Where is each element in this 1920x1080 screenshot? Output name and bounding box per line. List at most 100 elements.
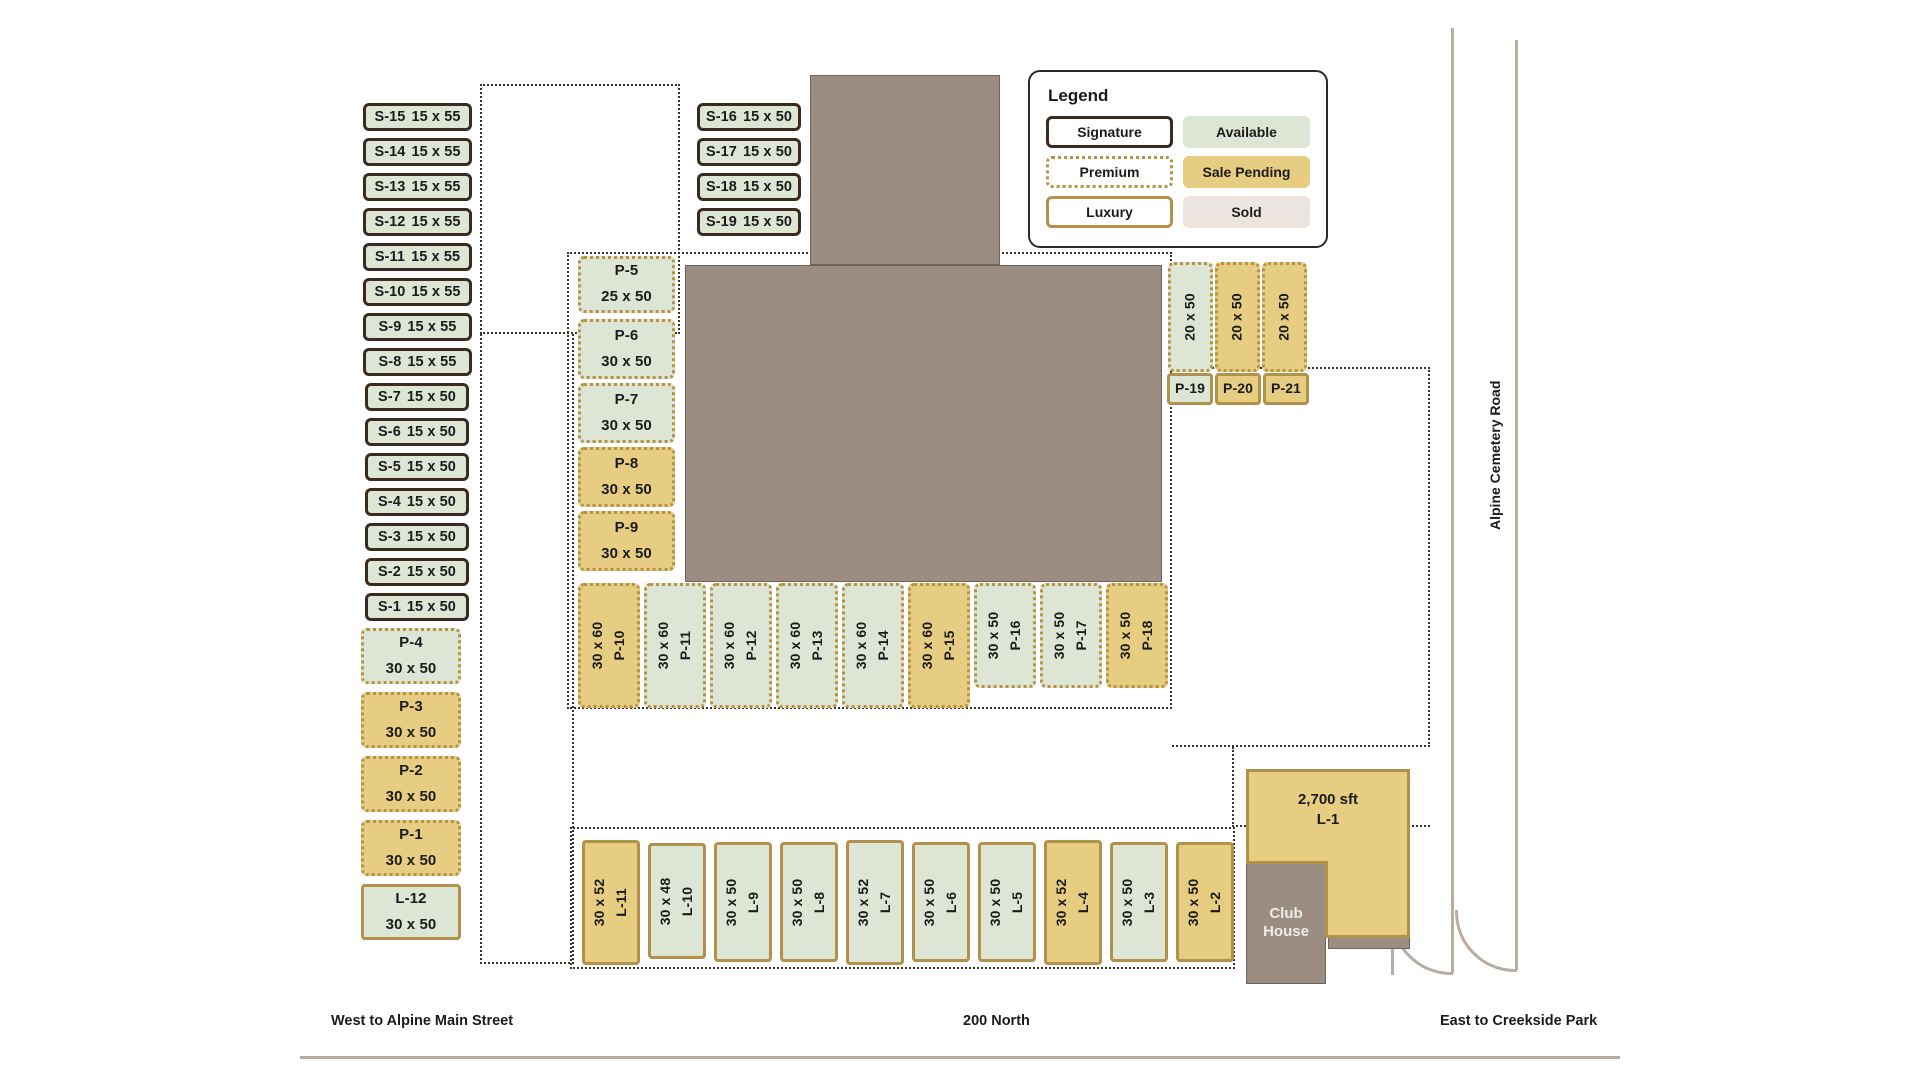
lot-dimensions: 20 x 50 xyxy=(1181,293,1198,341)
lot-S-12[interactable]: S-12 15 x 55 xyxy=(363,208,472,236)
lot-S-2[interactable]: S-2 15 x 50 xyxy=(365,558,469,586)
lot-S-17[interactable]: S-17 15 x 50 xyxy=(697,138,801,166)
lot-id: S-17 xyxy=(705,143,737,160)
lot-label-stack: P-13 30 x 60 xyxy=(787,622,826,669)
lot-S-14[interactable]: S-14 15 x 55 xyxy=(363,138,472,166)
lot-dimensions: 30 x 52 xyxy=(855,878,872,927)
lot-label-stack: P-10 30 x 60 xyxy=(589,622,628,669)
lot-P-6[interactable]: P-6 30 x 50 xyxy=(578,319,675,379)
lot-P-21[interactable]: P-21 xyxy=(1263,373,1309,405)
lot-id: P-11 xyxy=(676,630,693,661)
lot-east-strip-3[interactable]: 20 x 50 xyxy=(1262,262,1307,372)
lot-S-8[interactable]: S-8 15 x 55 xyxy=(363,348,472,376)
lot-L-7[interactable]: L-7 30 x 52 xyxy=(846,840,904,965)
lot-S-3[interactable]: S-3 15 x 50 xyxy=(365,523,469,551)
legend-item-sold[interactable]: Sold xyxy=(1183,196,1310,228)
lot-S-15[interactable]: S-15 15 x 55 xyxy=(363,103,472,131)
lot-S-18[interactable]: S-18 15 x 50 xyxy=(697,173,801,201)
lot-id: L-12 xyxy=(395,889,427,907)
lot-P-8[interactable]: P-8 30 x 50 xyxy=(578,447,675,507)
lot-L-1-lower[interactable] xyxy=(1325,861,1410,938)
lot-dimensions: 15 x 55 xyxy=(411,108,461,125)
lot-id: S-1 xyxy=(378,598,401,615)
lot-L-12[interactable]: L-12 30 x 50 xyxy=(361,884,461,940)
lot-dimensions: 15 x 50 xyxy=(742,108,793,125)
lot-dimensions: 30 x 50 xyxy=(385,915,437,933)
lot-L-4[interactable]: L-4 30 x 52 xyxy=(1044,840,1102,965)
lot-S-16[interactable]: S-16 15 x 50 xyxy=(697,103,801,131)
lot-label-stack: P-17 30 x 50 xyxy=(1051,612,1090,659)
lot-L-5[interactable]: L-5 30 x 50 xyxy=(978,842,1036,962)
lot-id: S-2 xyxy=(378,563,401,580)
lot-P-9[interactable]: P-9 30 x 50 xyxy=(578,511,675,571)
lot-dimensions: 30 x 50 xyxy=(385,851,437,869)
lot-L-10[interactable]: L-10 30 x 48 xyxy=(648,843,706,959)
lot-id: S-7 xyxy=(378,388,401,405)
lot-P-1[interactable]: P-1 30 x 50 xyxy=(361,820,461,876)
legend-item-sale-pending[interactable]: Sale Pending xyxy=(1183,156,1310,188)
legend-item-premium[interactable]: Premium xyxy=(1046,156,1173,188)
legend-item-luxury[interactable]: Luxury xyxy=(1046,196,1173,228)
lot-label-stack: L-5 30 x 50 xyxy=(987,878,1026,925)
lot-dimensions: 30 x 50 xyxy=(601,416,652,434)
lot-dimensions: 30 x 50 xyxy=(601,544,652,562)
lot-P-17[interactable]: P-17 30 x 50 xyxy=(1040,583,1102,688)
lot-S-1[interactable]: S-1 15 x 50 xyxy=(365,593,469,621)
lot-L-9[interactable]: L-9 30 x 50 xyxy=(714,842,772,962)
lot-id: P-16 xyxy=(1006,620,1023,651)
lot-P-10[interactable]: P-10 30 x 60 xyxy=(578,583,640,708)
lot-S-6[interactable]: S-6 15 x 50 xyxy=(365,418,469,446)
lot-P-3[interactable]: P-3 30 x 50 xyxy=(361,692,461,748)
lot-dimensions: 15 x 50 xyxy=(406,388,456,405)
lot-P-20[interactable]: P-20 xyxy=(1215,373,1261,405)
lot-dimensions: 30 x 50 xyxy=(1117,611,1134,660)
lot-dimensions: 30 x 50 xyxy=(789,878,806,926)
lot-dimensions: 25 x 50 xyxy=(601,288,652,305)
lot-P-7[interactable]: P-7 30 x 50 xyxy=(578,383,675,443)
lot-P-13[interactable]: P-13 30 x 60 xyxy=(776,583,838,708)
lot-id: S-18 xyxy=(705,178,737,195)
lot-id: P-9 xyxy=(614,518,639,536)
lot-S-9[interactable]: S-9 15 x 55 xyxy=(363,313,472,341)
lot-P-11[interactable]: P-11 30 x 60 xyxy=(644,583,706,708)
lot-dimensions: 15 x 55 xyxy=(411,248,461,265)
lot-S-11[interactable]: S-11 15 x 55 xyxy=(363,243,472,271)
lot-S-19[interactable]: S-19 15 x 50 xyxy=(697,208,801,236)
lot-P-19[interactable]: P-19 xyxy=(1167,373,1213,405)
lot-S-5[interactable]: S-5 15 x 50 xyxy=(365,453,469,481)
lot-id: P-4 xyxy=(399,633,423,651)
lot-P-16[interactable]: P-16 30 x 50 xyxy=(974,583,1036,688)
lot-id: S-8 xyxy=(378,353,402,370)
lot-L-3[interactable]: L-3 30 x 50 xyxy=(1110,842,1168,962)
lot-label-stack: L-2 30 x 50 xyxy=(1185,878,1224,925)
lot-P-18[interactable]: P-18 30 x 50 xyxy=(1106,583,1168,688)
lot-P-12[interactable]: P-12 30 x 60 xyxy=(710,583,772,708)
lot-P-4[interactable]: P-4 30 x 50 xyxy=(361,628,461,684)
lot-id: S-14 xyxy=(374,143,406,160)
lot-S-7[interactable]: S-7 15 x 50 xyxy=(365,383,469,411)
lot-P-5[interactable]: P-5 25 x 50 xyxy=(578,256,675,313)
lot-P-14[interactable]: P-14 30 x 60 xyxy=(842,583,904,708)
lot-L-6[interactable]: L-6 30 x 50 xyxy=(912,842,970,962)
legend-item-signature[interactable]: Signature xyxy=(1046,116,1173,148)
lot-dimensions: 15 x 50 xyxy=(406,528,456,545)
lot-P-15[interactable]: P-15 30 x 60 xyxy=(908,583,970,708)
road-label-west-to-alpine-main-street: West to Alpine Main Street xyxy=(331,1013,514,1029)
lot-S-4[interactable]: S-4 15 x 50 xyxy=(365,488,469,516)
lot-L-11[interactable]: L-11 30 x 52 xyxy=(582,840,640,965)
parcel-boundary-south-row xyxy=(570,827,1235,969)
lot-id: L-1 xyxy=(1316,811,1340,829)
lot-L-2[interactable]: L-2 30 x 50 xyxy=(1176,842,1234,962)
lot-id: S-6 xyxy=(378,423,401,440)
lot-east-strip-1[interactable]: 20 x 50 xyxy=(1168,262,1213,372)
lot-L-1-upper[interactable]: 2,700 sft L-1 xyxy=(1246,769,1410,864)
lot-label-stack: L-7 30 x 52 xyxy=(855,879,894,926)
lot-dimensions: 15 x 55 xyxy=(407,353,457,370)
lot-S-13[interactable]: S-13 15 x 55 xyxy=(363,173,472,201)
lot-east-strip-2[interactable]: 20 x 50 xyxy=(1215,262,1260,372)
lot-L-8[interactable]: L-8 30 x 50 xyxy=(780,842,838,962)
legend-item-available[interactable]: Available xyxy=(1183,116,1310,148)
lot-dimensions: 15 x 50 xyxy=(742,143,793,160)
lot-P-2[interactable]: P-2 30 x 50 xyxy=(361,756,461,812)
lot-S-10[interactable]: S-10 15 x 55 xyxy=(363,278,472,306)
